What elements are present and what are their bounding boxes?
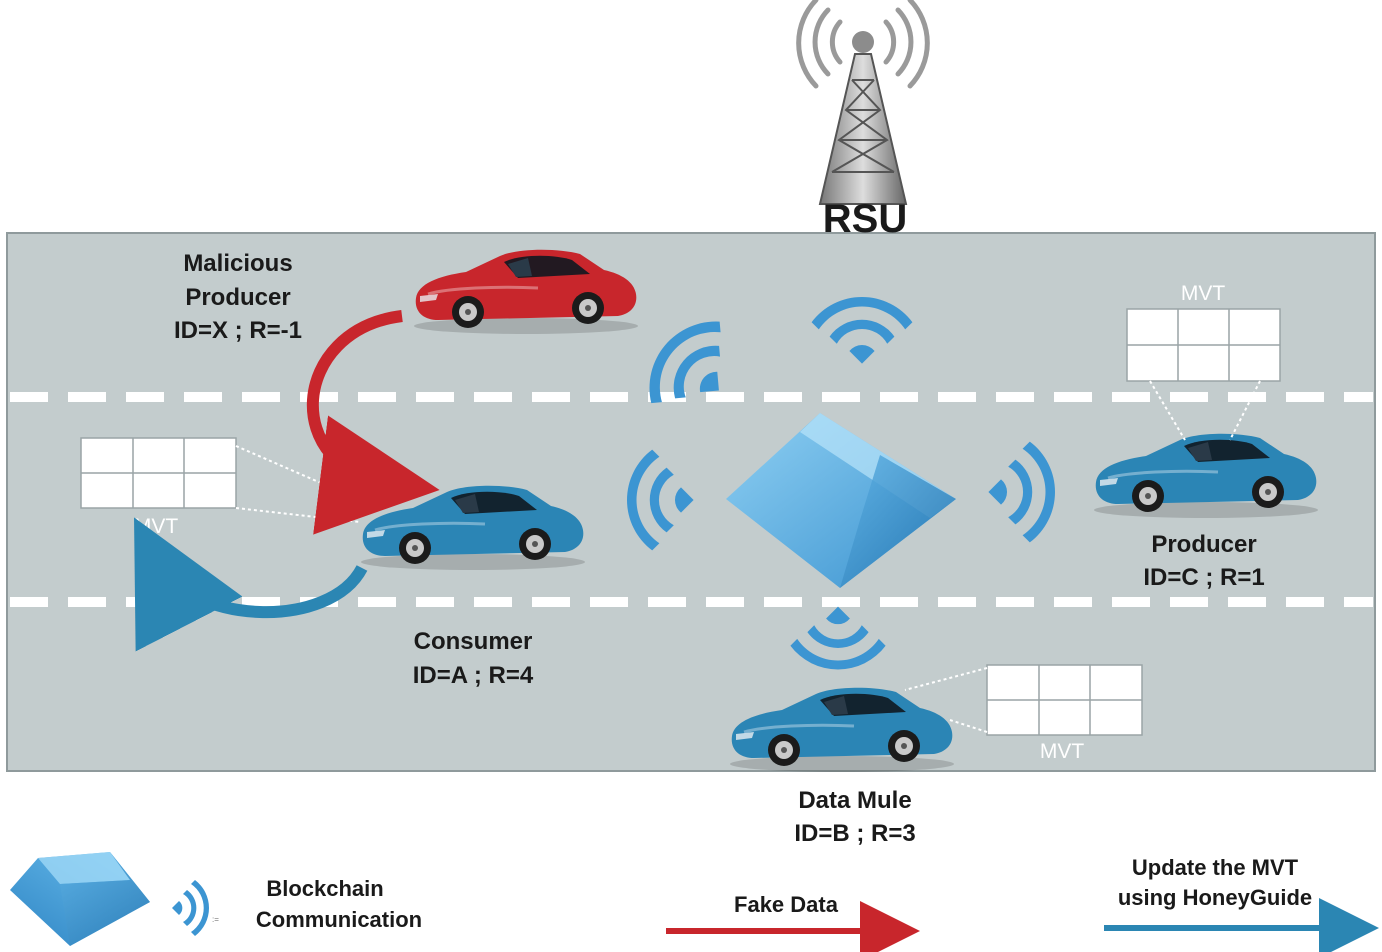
mule-id-label: ID=B ; R=3 — [794, 820, 915, 847]
legend-small-mark: := — [212, 915, 219, 924]
legend-blockchain-label-2: Communication — [256, 907, 422, 932]
malicious-role-label: Malicious — [183, 250, 292, 277]
legend-blockchain-label-1: Blockchain — [266, 876, 383, 901]
malicious-role-label-2: Producer — [185, 284, 290, 311]
fake-data-arrow — [307, 310, 440, 535]
mvt-table-producer — [1126, 308, 1281, 441]
rsu-label: RSU — [823, 197, 907, 241]
producer-role-label: Producer — [1151, 531, 1256, 558]
mvt-label-mule: MVT — [1040, 740, 1085, 763]
mvt-label-producer: MVT — [1181, 282, 1226, 305]
mvt-table-mule — [904, 664, 1143, 736]
legend-blockchain-icon — [10, 852, 150, 946]
producer-id-label: ID=C ; R=1 — [1143, 564, 1264, 591]
legend-update-label-1: Update the MVT — [1132, 855, 1299, 880]
legend: := Blockchain Communication Fake Data Up… — [10, 852, 1379, 952]
mvt-table-consumer — [80, 437, 361, 523]
mule-role-label: Data Mule — [798, 787, 911, 814]
consumer-role-label: Consumer — [414, 628, 533, 655]
update-mvt-arrow — [133, 517, 368, 652]
mvt-label-consumer: MVT — [134, 515, 179, 538]
legend-fake-data-label: Fake Data — [734, 892, 839, 917]
blockchain-cube-icon — [726, 413, 956, 588]
consumer-id-label: ID=A ; R=4 — [413, 662, 534, 689]
malicious-id-label: ID=X ; R=-1 — [174, 317, 302, 344]
rsu-tower-icon — [796, 0, 930, 205]
legend-signal-icon — [172, 880, 209, 936]
legend-update-label-2: using HoneyGuide — [1118, 885, 1312, 910]
